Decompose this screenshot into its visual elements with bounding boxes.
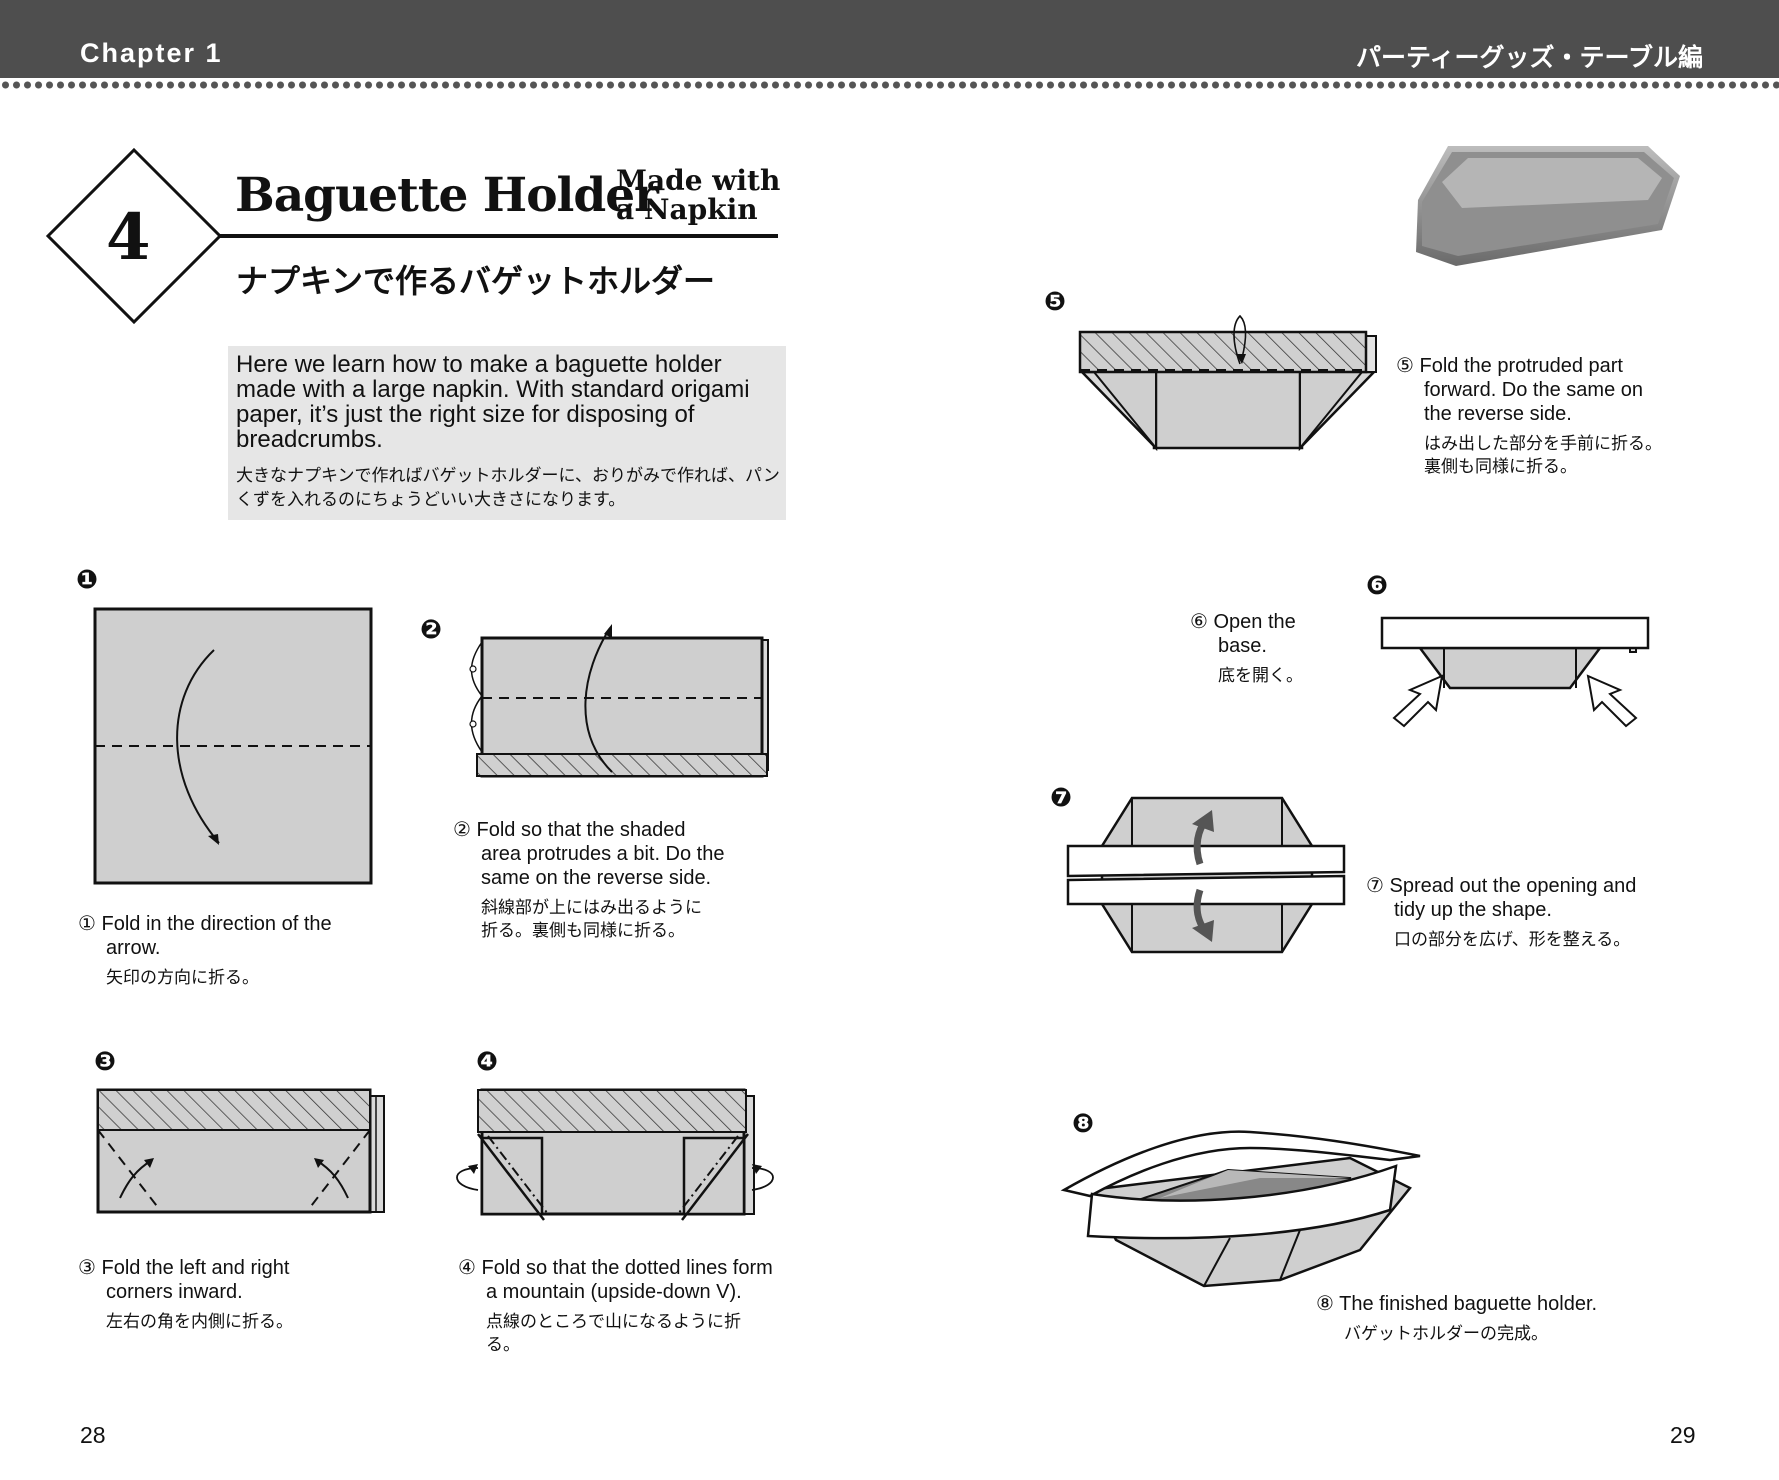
- step4-en-line1: Fold so that the dotted lines form: [481, 1257, 773, 1279]
- step5-jp-line2: 裏側も同様に折る。: [1424, 457, 1577, 476]
- step5-en-line3: the reverse side.: [1424, 403, 1572, 425]
- step3-caption: ③ Fold the left and right corners inward…: [78, 1256, 408, 1333]
- step5-jp-line1: はみ出した部分を手前に折る。: [1424, 434, 1662, 453]
- step5-num: ⑤: [1396, 355, 1414, 377]
- step2-jp-line2: 折る。裏側も同様に折る。: [481, 921, 685, 940]
- step1-en-line1: Fold in the direction of the: [101, 913, 332, 935]
- step4-jp-line2: る。: [486, 1335, 520, 1354]
- section-label: パーティーグッズ・テーブル編: [1355, 44, 1703, 72]
- dotted-divider: [0, 78, 1779, 92]
- step5-caption: ⑤ Fold the protruded part forward. Do th…: [1396, 354, 1736, 478]
- step7-caption: ⑦ Spread out the opening and tidy up the…: [1366, 874, 1726, 951]
- step6-diagram: [1380, 616, 1650, 728]
- step4-caption: ④ Fold so that the dotted lines form a m…: [458, 1256, 828, 1356]
- step4-marker: ❹: [476, 1046, 499, 1076]
- step2-num: ②: [453, 819, 471, 841]
- step4-en-line2: a mountain (upside-down V).: [486, 1281, 742, 1303]
- step2-caption: ② Fold so that the shaded area protrudes…: [453, 818, 793, 942]
- step6-marker: ❻: [1366, 570, 1389, 600]
- page-number-right: 29: [1670, 1422, 1696, 1448]
- step7-num: ⑦: [1366, 875, 1384, 897]
- step7-en-line2: tidy up the shape.: [1394, 899, 1552, 921]
- step6-en-line2: base.: [1218, 635, 1267, 657]
- title-japanese: ナプキンで作るバゲットホルダー: [236, 263, 716, 299]
- step5-en-line1: Fold the protruded part: [1419, 355, 1623, 377]
- step8-en-line1: The finished baguette holder.: [1339, 1293, 1598, 1315]
- step2-en-line3: same on the reverse side.: [481, 867, 712, 889]
- step8-jp: バゲットホルダーの完成。: [1344, 1324, 1548, 1343]
- step2-diagram: [469, 624, 769, 778]
- step6-caption: ⑥ Open the base. 底を開く。: [1190, 610, 1360, 687]
- step2-marker: ❷: [420, 614, 443, 644]
- step8-num: ⑧: [1316, 1293, 1334, 1315]
- title-number-diamond: [45, 147, 223, 325]
- step3-en-line1: Fold the left and right: [101, 1257, 290, 1279]
- title-english: Baguette Holder: [235, 168, 659, 223]
- intro-japanese: 大きなナプキンで作ればバゲットホルダーに、おりがみで作れば、パンくずを入れるのに…: [236, 466, 780, 509]
- title-english-sub: Made with a Napkin: [616, 166, 780, 224]
- step7-jp: 口の部分を広げ、形を整える。: [1394, 930, 1631, 949]
- step2-en-line1: Fold so that the shaded: [476, 819, 686, 841]
- step7-diagram: [1066, 796, 1346, 954]
- title-sub-line2: a Napkin: [616, 193, 758, 226]
- step4-jp-line1: 点線のところで山になるように折: [486, 1312, 741, 1331]
- step2-en-line2: area protrudes a bit. Do the: [481, 843, 725, 865]
- finished-holder-photo: [1416, 146, 1680, 266]
- chapter-label: Chapter 1: [80, 38, 223, 68]
- step7-marker: ❼: [1050, 782, 1073, 812]
- step1-jp: 矢印の方向に折る。: [106, 968, 259, 987]
- intro-box: Here we learn how to make a baguette hol…: [228, 346, 786, 520]
- step4-num: ④: [458, 1257, 476, 1279]
- chapter-header-bar: [0, 0, 1779, 78]
- step8-diagram: [1060, 1130, 1421, 1288]
- step5-diagram: [1078, 314, 1377, 452]
- step8-caption: ⑧ The finished baguette holder. バゲットホルダー…: [1316, 1292, 1676, 1345]
- step6-jp: 底を開く。: [1218, 666, 1303, 685]
- step5-marker: ❺: [1044, 286, 1067, 316]
- step6-num: ⑥: [1190, 611, 1208, 633]
- title-rule: [218, 234, 778, 238]
- step6-en-line1: Open the: [1213, 611, 1296, 633]
- step1-marker: ❶: [76, 564, 99, 594]
- page-number-left: 28: [80, 1422, 106, 1448]
- step8-marker: ❽: [1072, 1108, 1095, 1138]
- step4-diagram: [456, 1088, 774, 1221]
- step1-diagram: [93, 607, 373, 885]
- step3-diagram: [96, 1088, 385, 1214]
- step3-en-line2: corners inward.: [106, 1281, 243, 1303]
- step2-jp-line1: 斜線部が上にはみ出るように: [481, 898, 702, 917]
- step3-jp: 左右の角を内側に折る。: [106, 1312, 293, 1331]
- step3-marker: ❸: [94, 1046, 117, 1076]
- step1-en-line2: arrow.: [106, 937, 161, 959]
- title-sub-line1: Made with: [616, 164, 781, 197]
- title-number: 4: [106, 200, 151, 275]
- step1-num: ①: [78, 913, 96, 935]
- step5-en-line2: forward. Do the same on: [1424, 379, 1643, 401]
- step3-num: ③: [78, 1257, 96, 1279]
- step1-caption: ① Fold in the direction of the arrow. 矢印…: [78, 912, 408, 989]
- intro-english: Here we learn how to make a baguette hol…: [236, 351, 750, 453]
- step7-en-line1: Spread out the opening and: [1389, 875, 1637, 897]
